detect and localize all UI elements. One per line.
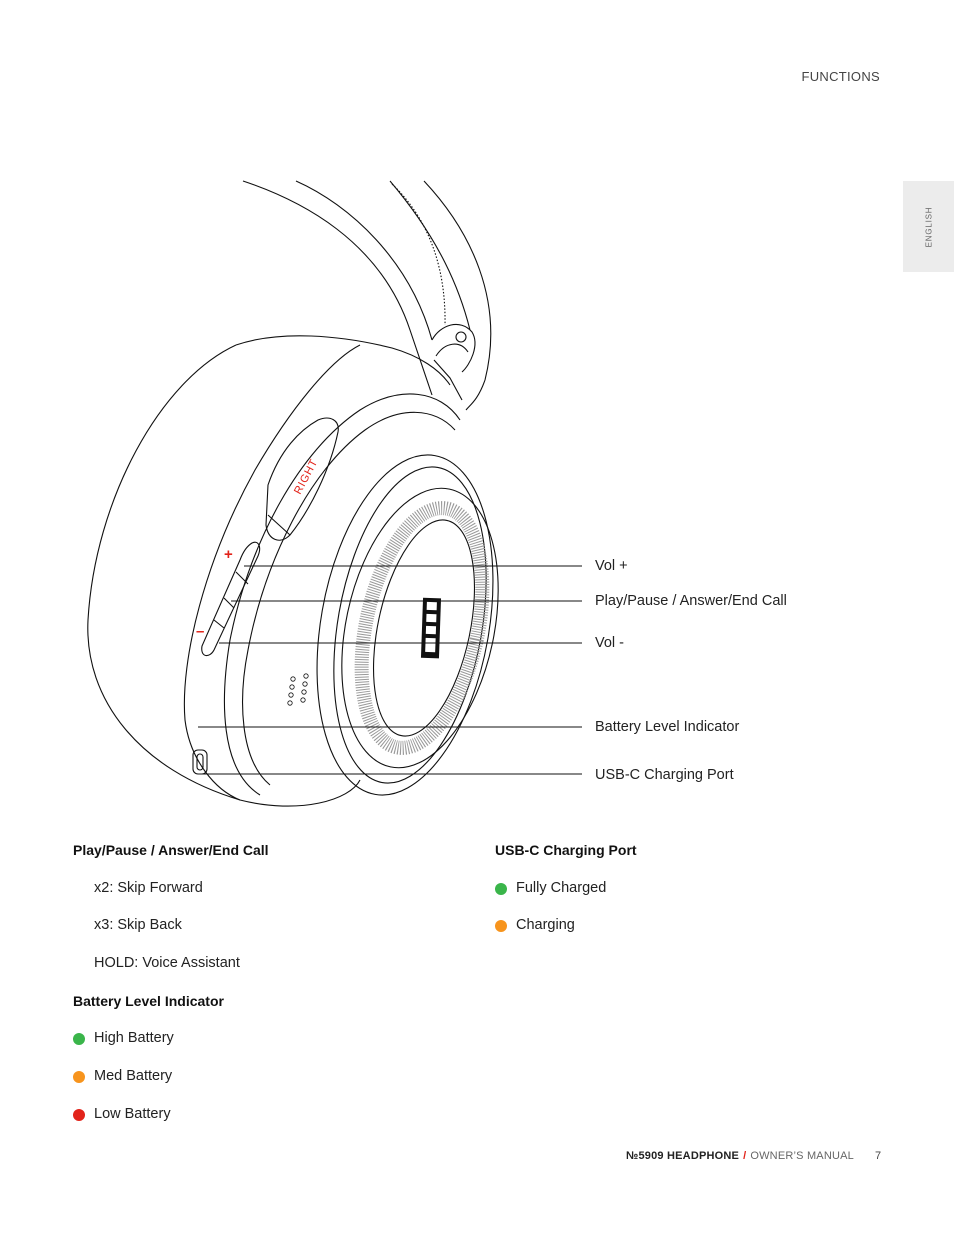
high-battery-dot xyxy=(73,1033,85,1045)
play-item-skip-forward: x2: Skip Forward xyxy=(94,880,203,896)
play-pause-heading: Play/Pause / Answer/End Call xyxy=(73,842,269,858)
callout-usb-port: USB-C Charging Port xyxy=(595,767,734,783)
callout-vol-minus: Vol - xyxy=(595,635,625,651)
usb-heading: USB-C Charging Port xyxy=(495,842,637,858)
fully-charged-dot xyxy=(495,883,507,895)
low-battery-label: Low Battery xyxy=(94,1106,171,1122)
fully-charged-label: Fully Charged xyxy=(516,880,607,896)
med-battery-label: Med Battery xyxy=(94,1068,173,1084)
page-number: 7 xyxy=(875,1150,882,1162)
charging-dot xyxy=(495,920,507,932)
med-battery-dot xyxy=(73,1071,85,1083)
plus-icon: + xyxy=(224,546,233,563)
charging-label: Charging xyxy=(516,917,575,933)
battery-heading: Battery Level Indicator xyxy=(73,993,224,1009)
low-battery-dot xyxy=(73,1109,85,1121)
logo-mark xyxy=(420,597,442,659)
headphone-diagram: RIGHT + – xyxy=(87,180,582,807)
minus-icon: – xyxy=(196,623,204,640)
play-item-voice-assistant: HOLD: Voice Assistant xyxy=(94,955,240,971)
footer-model: №5909 HEADPHONE xyxy=(626,1150,740,1162)
language-tab[interactable]: ENGLISH xyxy=(903,181,954,272)
callout-battery-indicator: Battery Level Indicator xyxy=(595,719,740,735)
section-title: FUNCTIONS xyxy=(801,69,880,84)
callout-play-pause: Play/Pause / Answer/End Call xyxy=(595,593,787,609)
footer-manual: OWNER’S MANUAL xyxy=(750,1150,854,1162)
footer-separator: / xyxy=(743,1150,747,1162)
callout-vol-plus: Vol + xyxy=(595,558,628,574)
play-item-skip-back: x3: Skip Back xyxy=(94,917,182,933)
high-battery-label: High Battery xyxy=(94,1030,174,1046)
footer: №5909 HEADPHONE/OWNER’S MANUAL xyxy=(626,1150,854,1162)
